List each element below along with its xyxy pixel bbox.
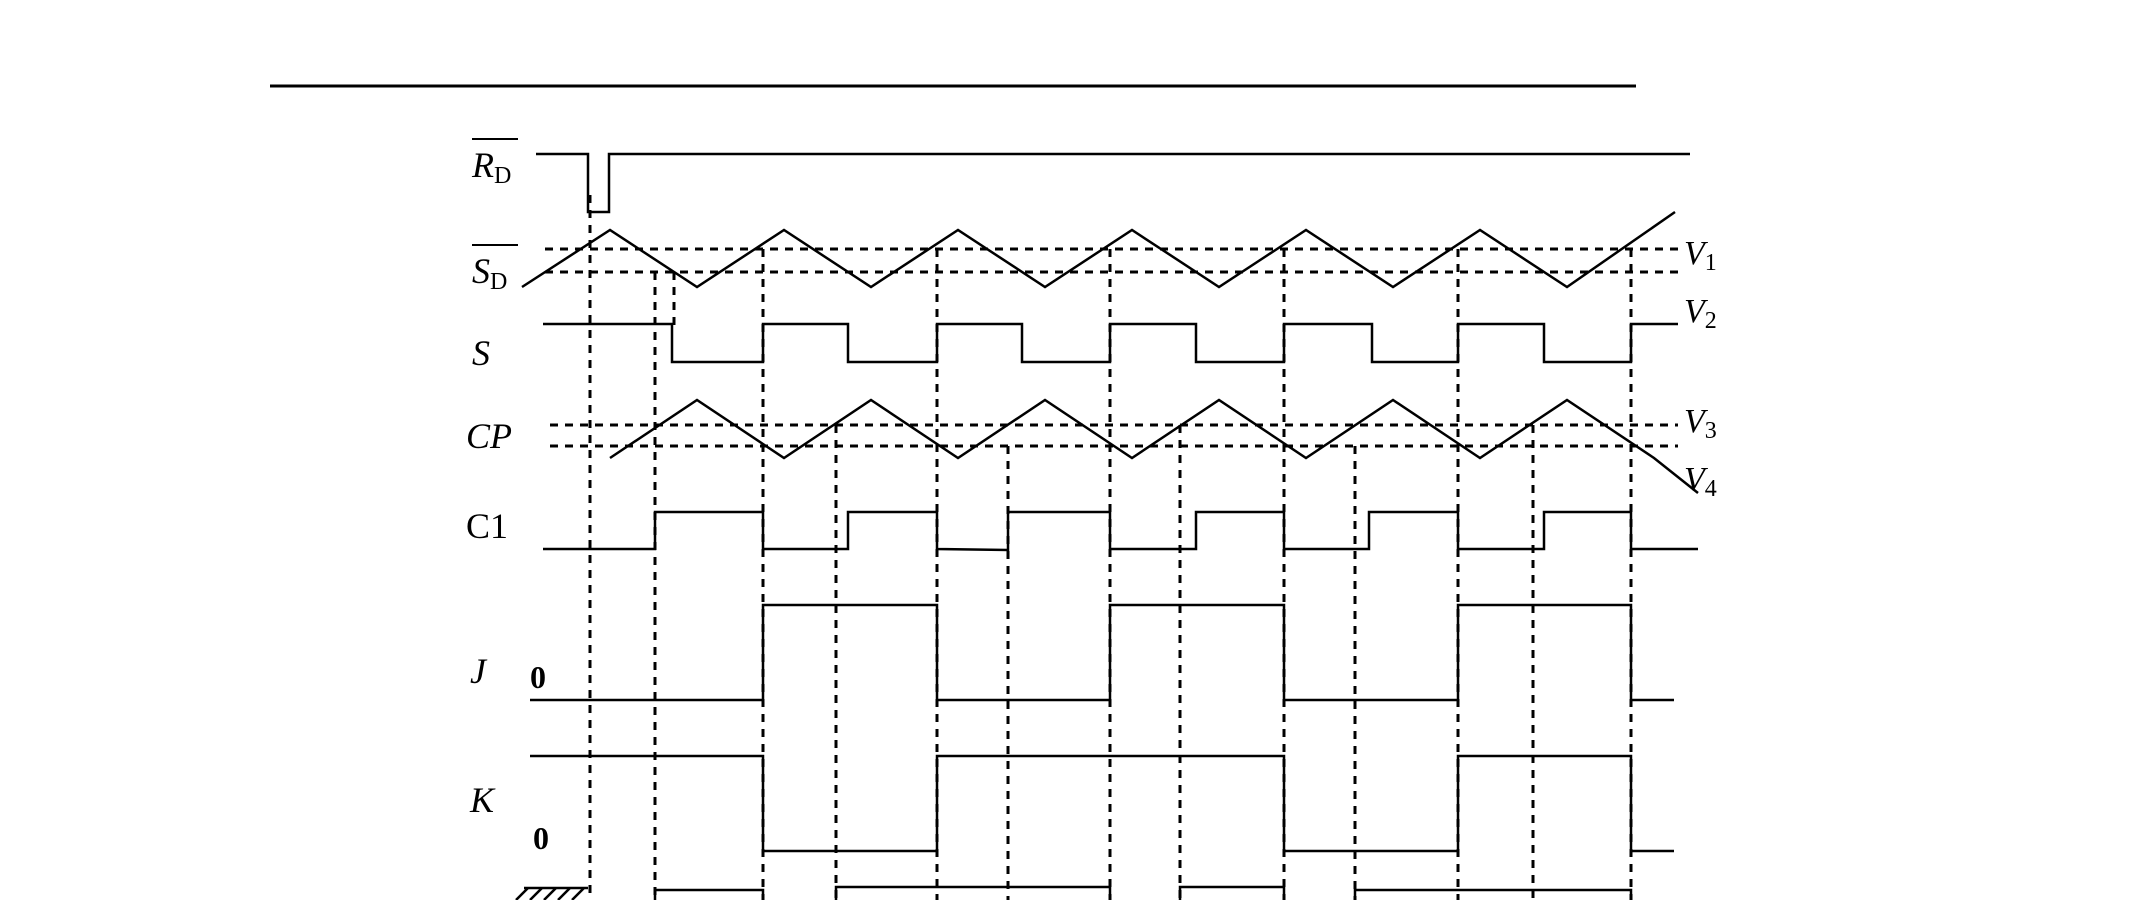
waveforms (521, 152, 1699, 900)
hatch-stroke (571, 887, 585, 900)
waveform-s (543, 322, 1678, 364)
label-v4: V4 (1684, 461, 1717, 502)
waveform-q-partial (1353, 888, 1633, 900)
label-sd: SD (472, 251, 507, 295)
label-rd: RD (471, 145, 511, 189)
waveform-c1 (543, 510, 1698, 552)
label-v3: V3 (1684, 403, 1717, 444)
waveform-q-partial (653, 888, 765, 900)
waveform-j (530, 603, 1674, 702)
zero-mark-k: 0 (533, 820, 549, 856)
label-v2: V2 (1684, 293, 1717, 334)
waveform-k (530, 754, 1674, 853)
hatch-stroke (543, 887, 557, 900)
label-cp: CP (466, 416, 512, 456)
label-v1: V1 (1684, 235, 1717, 276)
threshold-lines (545, 247, 1678, 448)
waveform-sd-triangle (521, 210, 1676, 289)
label-c1: C1 (466, 506, 508, 546)
waveform-rd (536, 152, 1690, 214)
hatch-stroke (515, 887, 529, 900)
label-j: J (470, 651, 488, 691)
threshold-labels: V1 V2 V3 V4 (1684, 235, 1717, 502)
label-s: S (472, 333, 490, 373)
waveform-q-partial (1178, 885, 1286, 900)
hatch-stroke (529, 887, 543, 900)
waveform-q-partial (834, 885, 1112, 900)
waveform-cp-triangle (609, 398, 1699, 494)
hatch-stroke (557, 887, 571, 900)
zero-mark-j: 0 (530, 659, 546, 695)
hatch-mark (515, 886, 588, 900)
signal-labels: RD SD S CP C1 J K 0 0 (466, 138, 549, 856)
label-k: K (469, 780, 496, 820)
